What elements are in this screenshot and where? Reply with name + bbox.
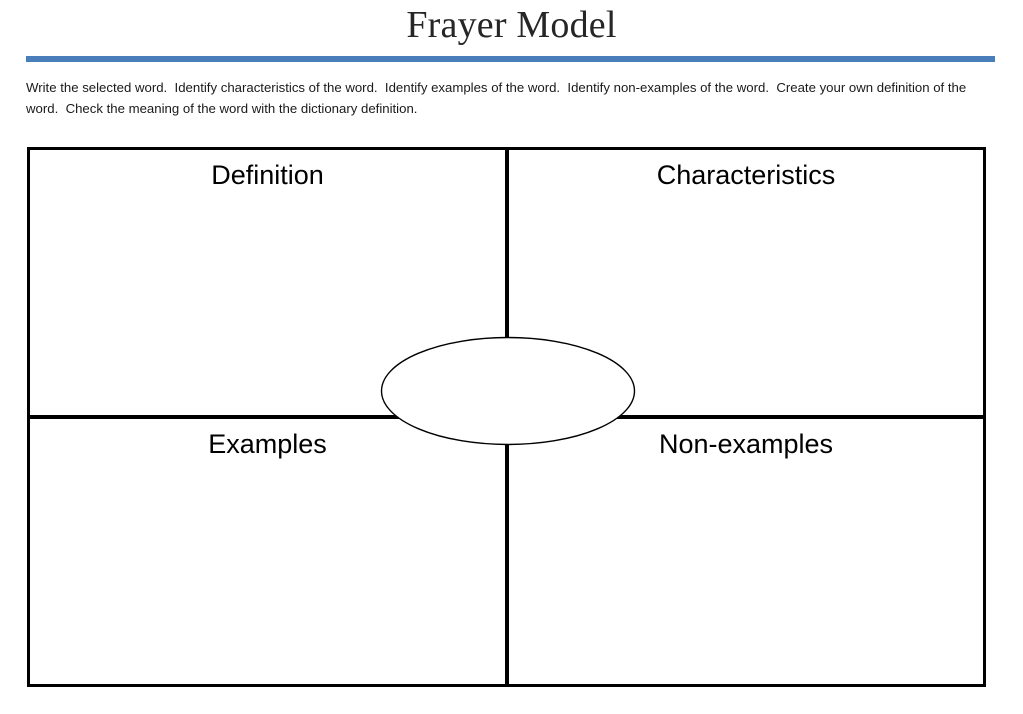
quadrant-non-examples[interactable]: Non-examples [509,419,983,684]
quadrant-label-characteristics: Characteristics [656,160,836,190]
quadrant-label-examples: Examples [208,429,327,459]
quadrant-examples[interactable]: Examples [30,419,505,684]
quadrant-characteristics[interactable]: Characteristics [509,150,983,415]
quadrant-label-definition: Definition [211,160,324,190]
quadrant-definition[interactable]: Definition [30,150,505,415]
page-title: Frayer Model [406,4,617,46]
instructions-paragraph: Write the selected word. Identify charac… [26,80,970,116]
quadrant-label-non-examples: Non-examples [658,429,834,459]
center-word-ellipse[interactable] [380,336,636,446]
ellipse-shape [380,336,636,446]
title-divider-rule [26,56,995,62]
frayer-model-grid: Definition Characteristics Examples Non-… [27,147,986,687]
